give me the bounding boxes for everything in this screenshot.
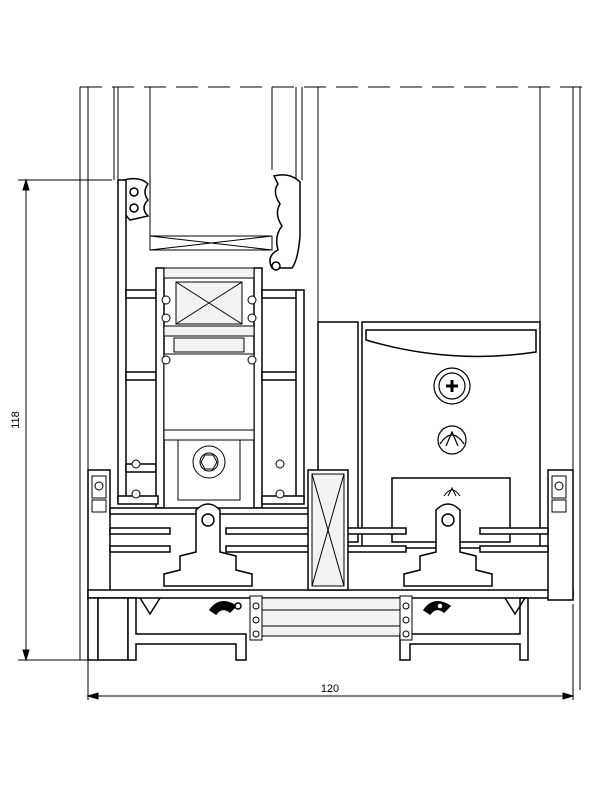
width-dimension bbox=[86, 604, 575, 700]
height-dimension bbox=[18, 178, 136, 662]
width-dimension-label: 120 bbox=[321, 683, 339, 695]
thermal-break-left bbox=[163, 267, 255, 353]
screw-icon bbox=[433, 367, 471, 405]
thermal-break-center bbox=[261, 473, 401, 637]
small-fixing-icon bbox=[443, 486, 461, 497]
frame-gaskets bbox=[91, 475, 567, 513]
sash-profile-right bbox=[317, 321, 541, 549]
track-rail-right bbox=[403, 503, 493, 587]
sash-gaskets bbox=[131, 295, 285, 499]
vertical-frame-lines bbox=[79, 87, 581, 690]
glazing-gasket-right bbox=[269, 174, 301, 271]
track-rail-left bbox=[163, 503, 253, 587]
roller-chamber bbox=[163, 353, 255, 501]
glazing-unit bbox=[149, 235, 273, 251]
center-gaskets bbox=[249, 595, 413, 641]
fixing-icon bbox=[437, 425, 467, 455]
drainage-clips bbox=[208, 601, 452, 616]
height-dimension-label: 118 bbox=[10, 411, 22, 429]
